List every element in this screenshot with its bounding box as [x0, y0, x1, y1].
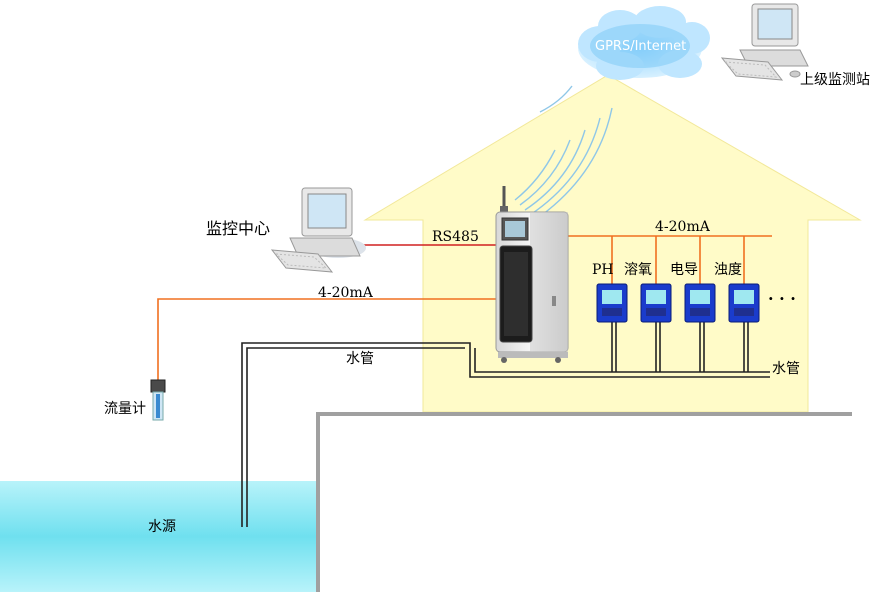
pipe-label-left: 水管: [346, 351, 374, 367]
more-sensors-label: · · ·: [768, 289, 796, 308]
sensor-turbidity-icon: [728, 283, 760, 323]
signal-label-flow: 4-20mA: [318, 285, 374, 301]
sensor-cond-label: 电导: [670, 262, 698, 278]
monitor-center-label: 监控中心: [206, 219, 270, 238]
sensor-ph-label: PH: [592, 262, 614, 278]
flowmeter-icon: [150, 379, 166, 421]
sensor-ph-icon: [596, 283, 628, 323]
sensor-do-label: 溶氧: [624, 262, 652, 278]
sensor-conductivity-icon: [684, 283, 716, 323]
wireless-signal-icon: [514, 85, 613, 221]
cloud-icon: [578, 6, 710, 80]
sensor-turb-label: 浊度: [714, 262, 742, 278]
sensor-do-icon: [640, 283, 672, 323]
upper-station-label: 上级监测站: [800, 72, 870, 88]
ground-line: [316, 412, 852, 592]
flowmeter-label: 流量计: [104, 401, 146, 417]
cloud-label: GPRS/Internet: [595, 39, 686, 54]
upper-station-computer-icon: [720, 3, 809, 81]
water-source-area: [0, 481, 316, 592]
analyzer-cabinet-icon: [495, 186, 569, 363]
signal-label-top: 4-20mA: [655, 219, 711, 235]
ground: [316, 412, 852, 592]
water-source-label: 水源: [148, 519, 176, 535]
rs485-label: RS485: [432, 229, 479, 245]
signal-lines: [157, 235, 772, 380]
monitor-center-computer-icon: [270, 187, 366, 273]
pipe-label-right: 水管: [772, 361, 800, 377]
water-pipe: [241, 322, 770, 527]
